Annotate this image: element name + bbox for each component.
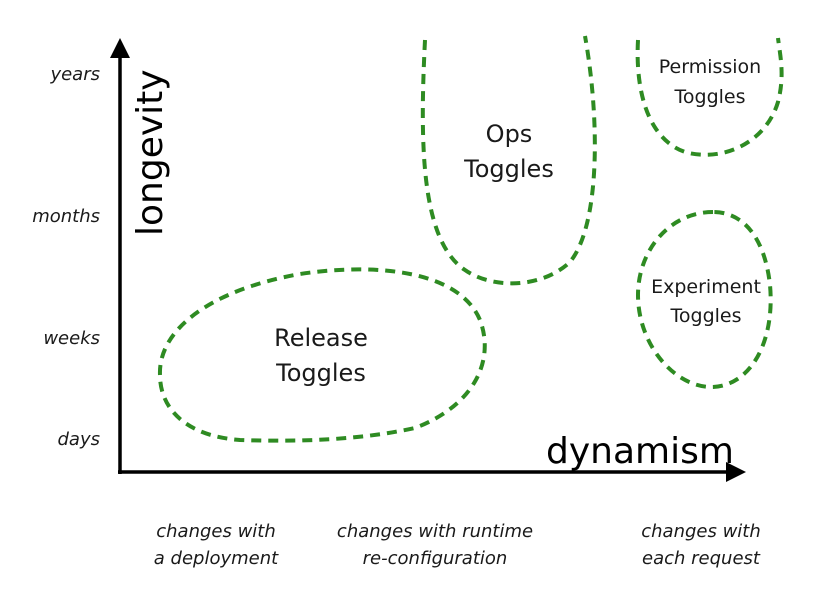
ops-toggles-label-line1: Ops [486,120,533,148]
ops-toggles-region [420,35,597,286]
x-category-deployment-line1: changes with [156,521,276,542]
y-tick-weeks: weeks [43,328,100,349]
x-axis-title: dynamism [546,431,734,472]
x-category-request-line2: each request [642,548,761,569]
experiment-toggles-region [636,210,773,390]
release-toggles-label-line2: Toggles [275,359,366,387]
release-toggles-label-line1: Release [274,324,368,352]
release-toggles-region [157,267,487,443]
x-category-runtime-line2: re-configuration [363,548,508,569]
x-category-request-line1: changes with [641,521,761,542]
permission-toggles-label-line2: Toggles [674,86,746,108]
experiment-toggles-label-line1: Experiment [651,276,761,298]
experiment-toggles-label-line2: Toggles [670,305,742,327]
permission-toggles-region [635,37,784,157]
x-category-deployment-line2: a deployment [154,548,279,569]
y-tick-months: months [32,206,100,227]
y-axis-title: longevity [130,69,171,236]
x-category-runtime-line1: changes with runtime [337,521,533,542]
y-tick-days: days [58,429,101,450]
x-axis-arrow-icon [726,462,746,482]
ops-toggles-label-line2: Toggles [463,155,554,183]
y-axis-arrow-icon [110,38,130,58]
y-tick-years: years [49,64,100,85]
permission-toggles-label-line1: Permission [659,56,761,78]
